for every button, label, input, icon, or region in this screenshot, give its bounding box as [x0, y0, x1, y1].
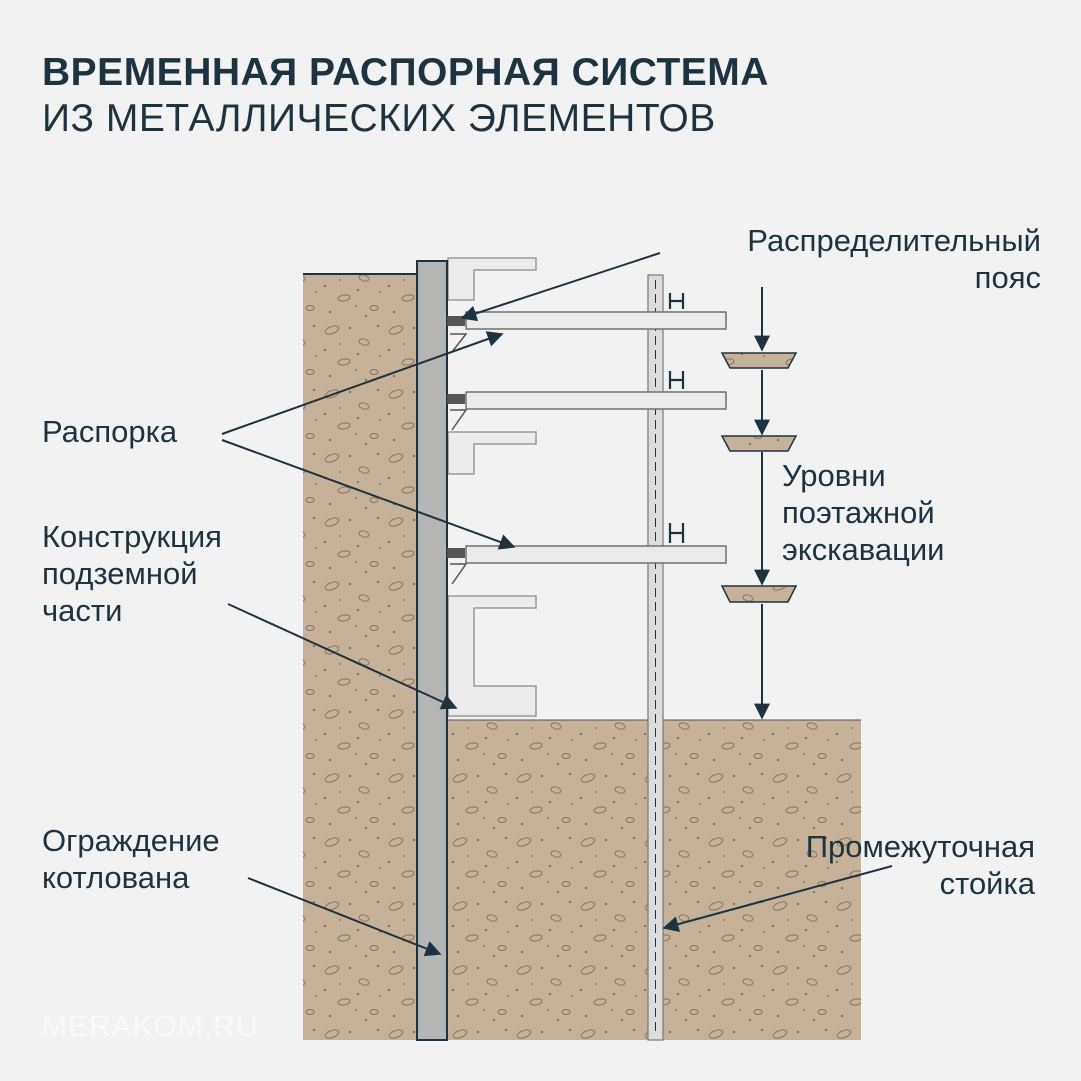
label-underground-structure: Конструкция подземной части: [42, 518, 222, 629]
label-levels-line-1: Уровни: [782, 458, 886, 493]
label-structure-line-3: части: [42, 593, 123, 628]
label-post-line-2: стойка: [939, 866, 1035, 901]
distribution-belts: [447, 316, 465, 558]
leader-arrows: [221, 252, 893, 957]
post-leader: [662, 865, 893, 932]
label-belt-line-2: пояс: [974, 260, 1041, 295]
belt-leader: [460, 252, 661, 322]
strut-braces: [450, 333, 468, 585]
watermark: MERAKOM.RU: [42, 1010, 259, 1043]
label-intermediate-post: Промежуточная стойка: [806, 828, 1035, 902]
label-strut: Распорка: [42, 413, 177, 450]
page-title: ВРЕМЕННАЯ РАСПОРНАЯ СИСТЕМА ИЗ МЕТАЛЛИЧЕ…: [42, 50, 769, 142]
h-beam-symbols: [668, 293, 685, 543]
label-fence-line-2: котлована: [42, 860, 190, 895]
retaining-wall: [416, 260, 448, 1041]
structure-leader: [227, 603, 458, 710]
strut-2: [465, 391, 727, 410]
retained-soil: [303, 274, 417, 1040]
strut-leader-1: [221, 331, 504, 435]
strut-3: [465, 545, 727, 564]
strut-1: [465, 311, 727, 330]
label-structure-line-1: Конструкция: [42, 519, 222, 554]
title-line-2: ИЗ МЕТАЛЛИЧЕСКИХ ЭЛЕМЕНТОВ: [42, 97, 716, 140]
label-strut-text: Распорка: [42, 414, 178, 449]
label-belt-line-1: Распределительный: [747, 223, 1041, 258]
label-excavation-levels: Уровни поэтажной экскавации: [782, 457, 944, 568]
title-line-1: ВРЕМЕННАЯ РАСПОРНАЯ СИСТЕМА: [42, 51, 769, 94]
fence-leader: [247, 877, 442, 957]
label-fence-line-1: Ограждение: [42, 823, 220, 858]
label-distribution-belt: Распределительный пояс: [747, 222, 1041, 296]
excavation-level-markers: [720, 352, 798, 603]
label-levels-line-3: экскавации: [782, 532, 945, 567]
intermediate-post: [647, 274, 664, 1041]
label-pit-fence: Ограждение котлована: [42, 822, 220, 896]
label-post-line-1: Промежуточная: [805, 829, 1035, 864]
label-structure-line-2: подземной: [42, 556, 198, 591]
struts: [465, 311, 727, 564]
label-levels-line-2: поэтажной: [782, 495, 935, 530]
underground-structure: [447, 257, 537, 717]
strut-leader-2: [221, 439, 516, 550]
